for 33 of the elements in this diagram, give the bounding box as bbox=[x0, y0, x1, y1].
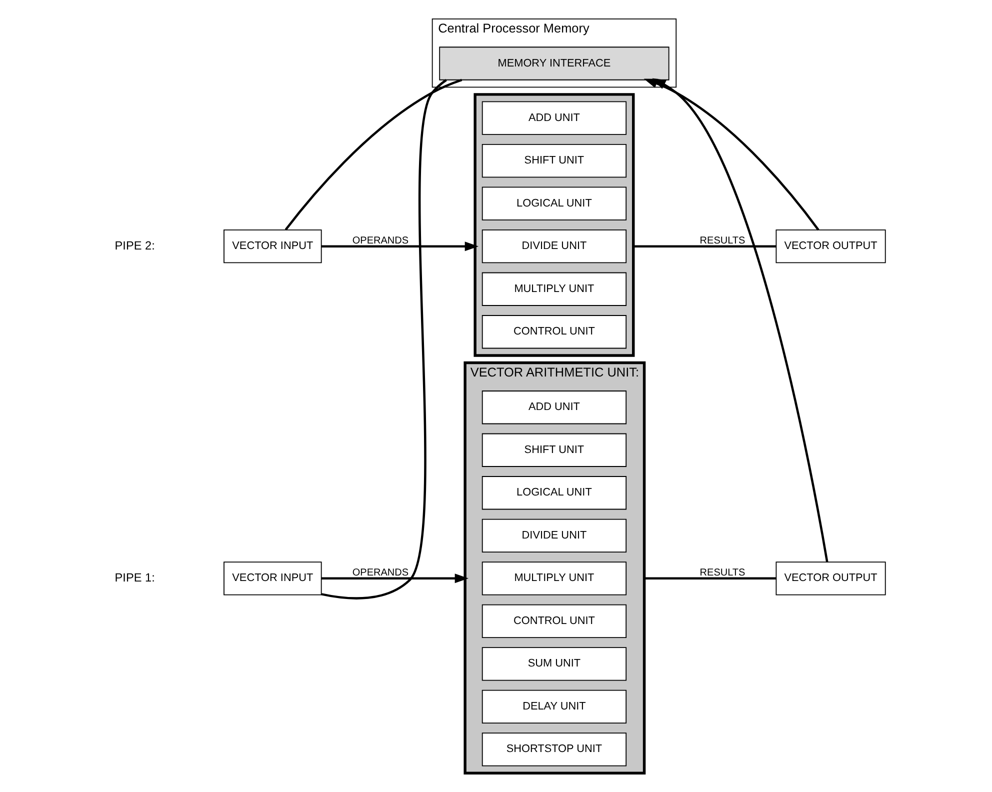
arrow bbox=[321, 574, 469, 584]
connector bbox=[644, 577, 776, 580]
cluster bbox=[474, 93, 635, 357]
node-box: MEMORY INTERFACE bbox=[439, 46, 670, 80]
node-box: ADD UNIT bbox=[482, 390, 627, 424]
node-box: CONTROL UNIT bbox=[482, 315, 627, 349]
edge-label: OPERANDS bbox=[352, 567, 409, 578]
node-box: SHIFT UNIT bbox=[482, 433, 627, 467]
node-box: LOGICAL UNIT bbox=[482, 476, 627, 510]
node-box: DIVIDE UNIT bbox=[482, 230, 627, 264]
node-box: MULTIPLY UNIT bbox=[482, 272, 627, 306]
label: PIPE 2: bbox=[114, 238, 155, 252]
node-box: SUM UNIT bbox=[482, 647, 627, 681]
node-box: DELAY UNIT bbox=[482, 690, 627, 724]
node-box: VECTOR OUTPUT bbox=[776, 562, 886, 596]
node-box: DIVIDE UNIT bbox=[482, 518, 627, 552]
connector bbox=[321, 79, 447, 600]
label: PIPE 1: bbox=[114, 570, 155, 584]
node-box: VECTOR OUTPUT bbox=[776, 230, 886, 264]
edge-label: RESULTS bbox=[700, 235, 746, 246]
connector bbox=[284, 78, 462, 230]
edge-label: RESULTS bbox=[700, 567, 746, 578]
node-box: SHORTSTOP UNIT bbox=[482, 732, 627, 766]
node-box: SHIFT UNIT bbox=[482, 144, 627, 178]
node-box: VECTOR INPUT bbox=[224, 230, 322, 264]
node-box: LOGICAL UNIT bbox=[482, 186, 627, 220]
node-box: ADD UNIT bbox=[482, 101, 627, 135]
edge-label: OPERANDS bbox=[352, 235, 409, 246]
connector bbox=[633, 245, 776, 248]
arrow bbox=[321, 242, 479, 252]
node-box: VECTOR INPUT bbox=[224, 562, 322, 596]
node-box: MULTIPLY UNIT bbox=[482, 562, 627, 596]
node-box: CONTROL UNIT bbox=[482, 604, 627, 638]
